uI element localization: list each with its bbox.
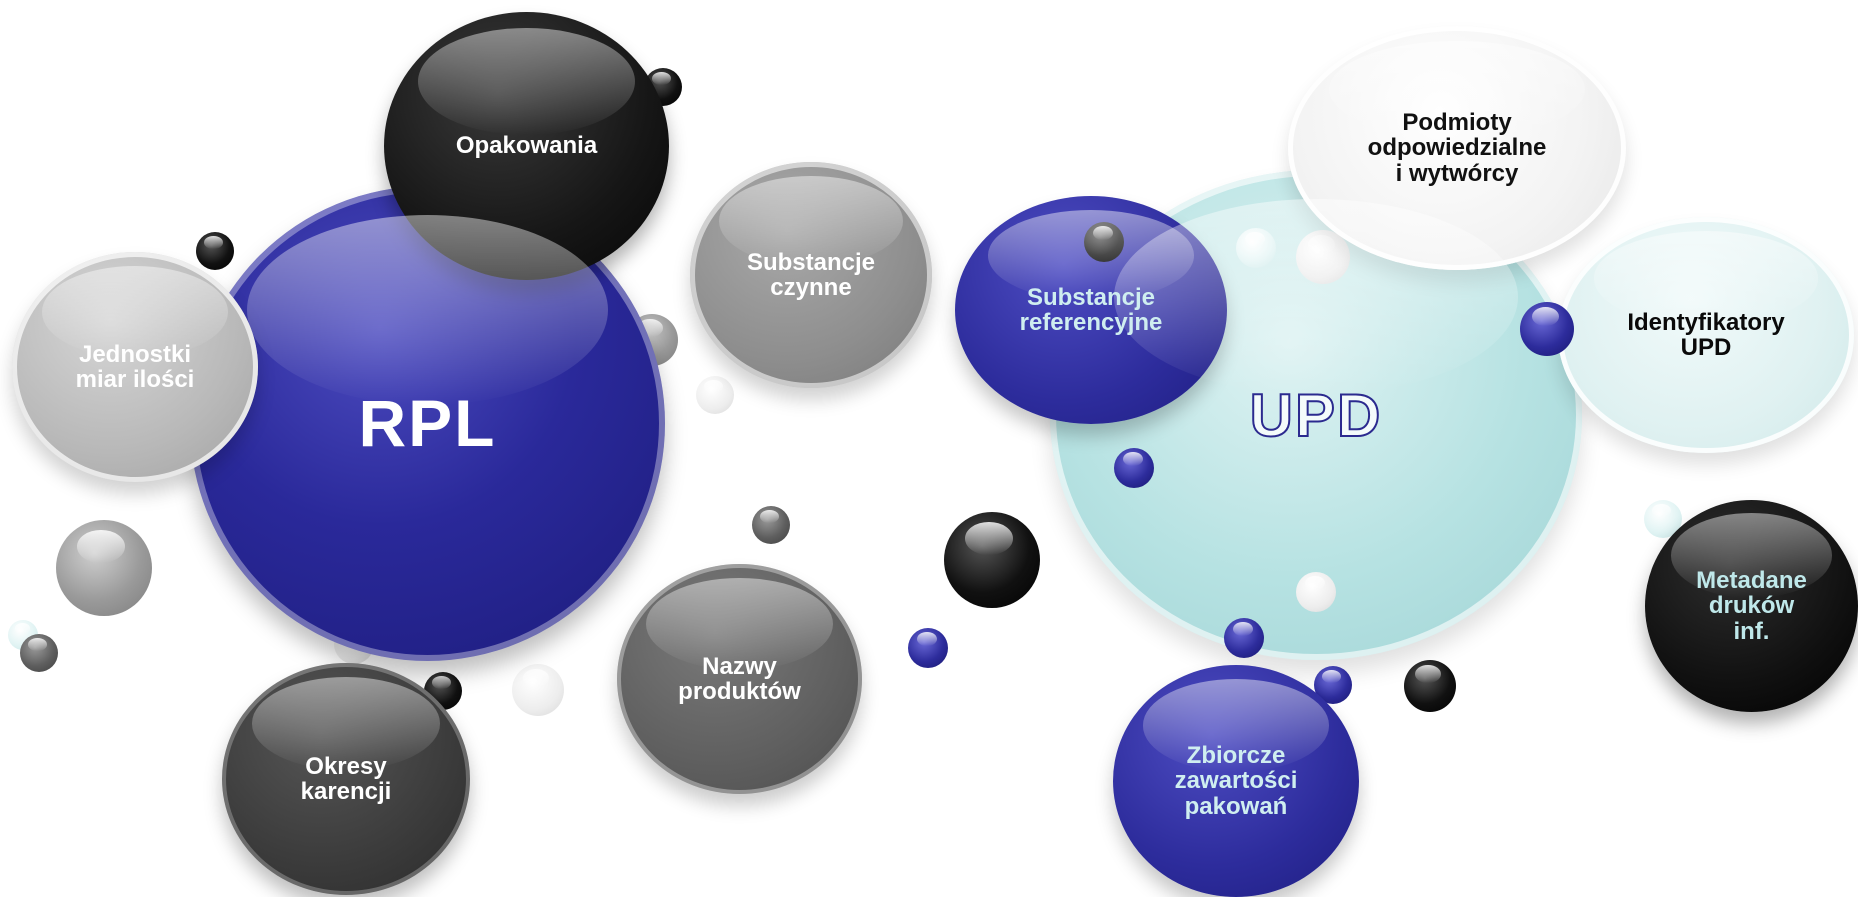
- decor-sphere-white: [512, 664, 564, 716]
- node-identyfikatory-upd: Identyfikatory UPD: [1558, 217, 1854, 453]
- rpl-hub-label: RPL: [358, 385, 497, 460]
- decor-sphere-grey: [56, 520, 152, 616]
- decor-sphere-blue: [1224, 618, 1264, 658]
- node-opakowania: Opakowania: [384, 12, 669, 280]
- decor-sphere-blue: [908, 628, 948, 668]
- node-label: Nazwy produktów: [678, 652, 801, 705]
- decor-sphere-black: [944, 512, 1040, 608]
- node-label: Jednostki miar ilości: [75, 340, 195, 393]
- decor-sphere-black: [1404, 660, 1456, 712]
- node-label: Substancje referencyjne: [1019, 283, 1163, 336]
- node-zbiorcze-zawartosci: Zbiorcze zawartości pakowań: [1113, 665, 1359, 897]
- upd-hub-label: UPD: [1249, 381, 1383, 449]
- node-label: Okresy karencji: [300, 752, 392, 805]
- decor-sphere-blue: [1520, 302, 1574, 356]
- node-substancje-czynne: Substancje czynne: [690, 162, 932, 388]
- node-label: Substancje czynne: [746, 248, 876, 301]
- node-okresy-karencji: Okresy karencji: [222, 663, 470, 895]
- node-label: Metadane druków inf.: [1696, 567, 1807, 645]
- node-metadane-drukow: Metadane druków inf.: [1645, 500, 1858, 712]
- node-label: Zbiorcze zawartości pakowań: [1174, 742, 1298, 820]
- decor-sphere-black: [1084, 222, 1124, 262]
- decor-sphere-teal: [1236, 228, 1276, 268]
- decor-sphere-grey: [20, 634, 58, 672]
- node-nazwy-produktow: Nazwy produktów: [617, 564, 862, 794]
- node-label: Podmioty odpowiedzialne i wytwórcy: [1367, 109, 1547, 187]
- node-podmioty-odpowiedzialne: Podmioty odpowiedzialne i wytwórcy: [1288, 26, 1626, 270]
- decor-sphere-white: [1296, 572, 1336, 612]
- node-label: Identyfikatory UPD: [1627, 308, 1785, 361]
- node-label: Opakowania: [455, 132, 598, 160]
- decor-sphere-white: [1296, 230, 1350, 284]
- decor-sphere-blue: [1114, 448, 1154, 488]
- node-jednostki-miar: Jednostki miar ilości: [12, 252, 258, 482]
- decor-sphere-teal: [1644, 500, 1682, 538]
- decor-sphere-grey: [752, 506, 790, 544]
- decor-sphere-black: [196, 232, 234, 270]
- decor-sphere-white: [696, 376, 734, 414]
